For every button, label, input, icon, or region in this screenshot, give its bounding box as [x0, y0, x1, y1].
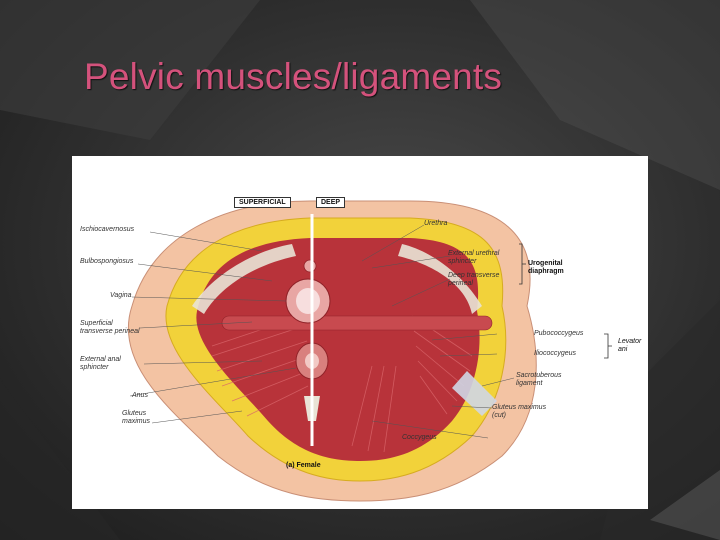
- label-coccygeus: Coccygeus: [402, 434, 437, 441]
- superficial-tag: SUPERFICIAL: [234, 197, 291, 208]
- label-gluteus-maximus-left: Gluteus maximus: [122, 410, 151, 425]
- label-bulbospongiosus: Bulbospongiosus: [80, 258, 134, 265]
- anatomy-figure: SUPERFICIAL DEEP Ischiocavernosus Bulbos…: [72, 156, 648, 509]
- deep-tag: DEEP: [316, 197, 346, 208]
- label-vagina: Vagina: [110, 292, 132, 299]
- label-levator-ani: Levator ani: [618, 338, 642, 353]
- label-iliococcygeus: Iliococcygeus: [534, 350, 577, 357]
- label-anus: Anus: [132, 392, 148, 399]
- ischial-band-left: [192, 244, 296, 314]
- muscle-field: [196, 238, 480, 461]
- label-external-urethral-sphincter: External urethral sphincter: [448, 250, 500, 265]
- slide-title: Pelvic muscles/ligaments: [84, 56, 503, 97]
- label-ischiocavernosus: Ischiocavernosus: [80, 226, 135, 233]
- label-gluteus-maximus-cut: Gluteus maximus (cut): [492, 404, 547, 419]
- figure-caption: (a) Female: [286, 462, 321, 469]
- urethra: [303, 259, 317, 273]
- label-superficial-transverse-perineal: Superficial transverse perineal: [80, 320, 140, 335]
- transverse-perineal: [221, 315, 493, 331]
- pelvic-illustration: [127, 200, 612, 502]
- label-urogenital-diaphragm: Urogenital diaphragm: [528, 260, 564, 275]
- label-external-anal-sphincter: External anal sphincter: [80, 356, 121, 371]
- label-pubococcygeus: Pubococcygeus: [534, 330, 584, 337]
- label-deep-transverse-perineal: Deep transverse perineal: [448, 272, 500, 287]
- label-urethra: Urethra: [424, 220, 448, 227]
- sacrotuberous-ligament: [452, 371, 497, 416]
- ischial-band-right: [398, 244, 482, 314]
- label-sacrotuberous-ligament: Sacrotuberous ligament: [516, 372, 562, 387]
